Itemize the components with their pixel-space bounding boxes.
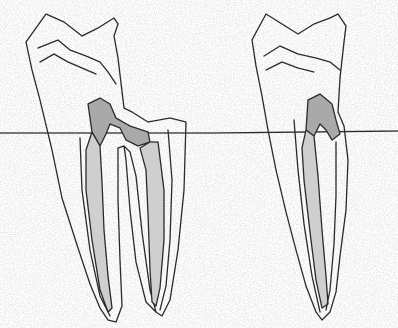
diagram-canvas <box>0 0 398 328</box>
speckle-texture <box>0 0 398 328</box>
dental-diagram <box>0 0 398 328</box>
